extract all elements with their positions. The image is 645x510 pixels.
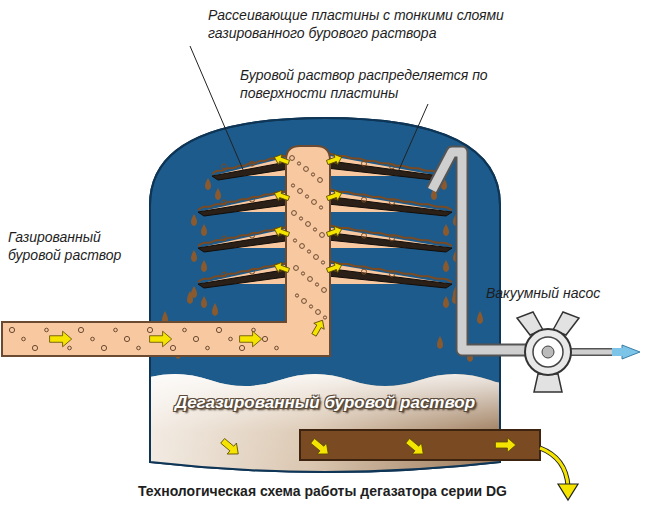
callout-label: Рассеивающие пластины с тонкими слоями г… [208, 6, 568, 42]
leader-line [398, 104, 428, 172]
caption: Технологическая схема работы дегазатора … [0, 482, 645, 500]
label-slot: Вакуумный насос [486, 284, 636, 302]
pump-label: Вакуумный насос [486, 284, 636, 302]
callout-label: Буровой раствор распределяется по поверх… [240, 66, 500, 102]
inlet-label: Газированный буровой раствор [8, 228, 140, 264]
vacuum-pump [517, 312, 640, 392]
label-slot: Дегазированный буровой раствор [158, 394, 492, 412]
outlet-pipe [300, 430, 540, 460]
label-slot: Рассеивающие пластины с тонкими слоями г… [208, 6, 568, 42]
leader-line [190, 46, 244, 172]
band-label: Дегазированный буровой раствор [158, 394, 492, 412]
flow-arrows [50, 152, 516, 459]
inlet-pipe [2, 146, 330, 356]
caption-slot: Технологическая схема работы дегазатора … [0, 482, 645, 500]
vacuum-pipe [432, 152, 528, 350]
label-slot: Буровой раствор распределяется по поверх… [240, 66, 500, 102]
label-slot: Газированный буровой раствор [8, 228, 140, 264]
outflow-arrow [558, 484, 578, 500]
